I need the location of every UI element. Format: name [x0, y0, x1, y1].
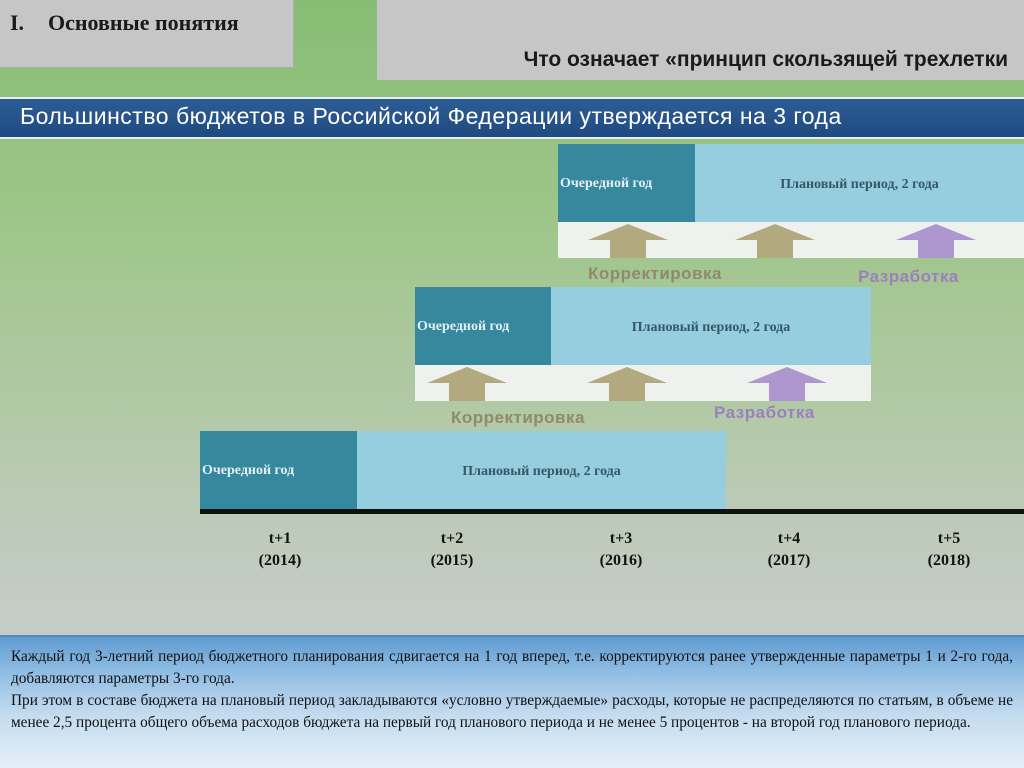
tick-label: t+2	[440, 530, 464, 547]
main-banner: Большинство бюджетов в Российской Федера…	[0, 97, 1024, 139]
footer-paragraph-1: Каждый год 3-летний период бюджетного пл…	[11, 648, 1013, 687]
timeline-axis	[200, 509, 1024, 514]
tick-label: t+5	[937, 530, 961, 547]
timeline-tick: t+4 (2017)	[744, 528, 834, 572]
footer-paragraph-2: При этом в составе бюджета на плановый п…	[11, 692, 1013, 731]
development-label: Разработка	[858, 267, 959, 286]
arrow-strip	[558, 222, 1024, 258]
correction-arrow-icon	[587, 367, 667, 401]
timeline-tick: t+3 (2016)	[576, 528, 666, 572]
section-header: I. Основные понятия	[0, 0, 294, 68]
timeline-tick: t+1 (2014)	[235, 528, 325, 572]
current-year-cell: Очередной год	[415, 287, 551, 365]
timeline-tick: t+2 (2015)	[407, 528, 497, 572]
tick-label: t+1	[268, 530, 292, 547]
tick-label: t+4	[777, 530, 801, 547]
timeline-tick: t+5 (2018)	[904, 528, 994, 572]
question-header: Что означает «принцип скользящей трехлет…	[377, 0, 1024, 80]
development-label: Разработка	[714, 403, 815, 422]
section-title: Основные понятия	[48, 10, 239, 35]
footer-explanation: Каждый год 3-летний период бюджетного пл…	[0, 635, 1024, 768]
current-year-cell: Очередной год	[200, 431, 357, 509]
correction-arrow-icon	[588, 224, 668, 258]
development-arrow-icon	[896, 224, 976, 258]
tick-year: (2018)	[927, 552, 971, 569]
budget-row-top: Очередной год Плановый период, 2 года	[558, 144, 1024, 258]
budget-row-bottom: Очередной год Плановый период, 2 года	[200, 431, 726, 509]
correction-arrow-icon	[735, 224, 815, 258]
banner-text: Большинство бюджетов в Российской Федера…	[20, 103, 842, 129]
question-title: Что означает «принцип скользящей трехлет…	[523, 48, 1008, 71]
tick-label: t+3	[609, 530, 633, 547]
development-arrow-icon	[747, 367, 827, 401]
planned-period-cell: Плановый период, 2 года	[357, 431, 726, 509]
tick-year: (2014)	[258, 552, 302, 569]
tick-year: (2017)	[767, 552, 811, 569]
correction-label: Корректировка	[588, 264, 722, 283]
correction-label: Корректировка	[451, 408, 585, 427]
planned-period-cell: Плановый период, 2 года	[551, 287, 871, 365]
arrow-strip	[415, 365, 871, 401]
tick-year: (2016)	[599, 552, 643, 569]
current-year-cell: Очередной год	[558, 144, 695, 222]
tick-year: (2015)	[430, 552, 474, 569]
correction-arrow-icon	[427, 367, 507, 401]
section-number: I.	[10, 10, 25, 35]
budget-row-middle: Очередной год Плановый период, 2 года	[415, 287, 871, 401]
planned-period-cell: Плановый период, 2 года	[695, 144, 1024, 222]
